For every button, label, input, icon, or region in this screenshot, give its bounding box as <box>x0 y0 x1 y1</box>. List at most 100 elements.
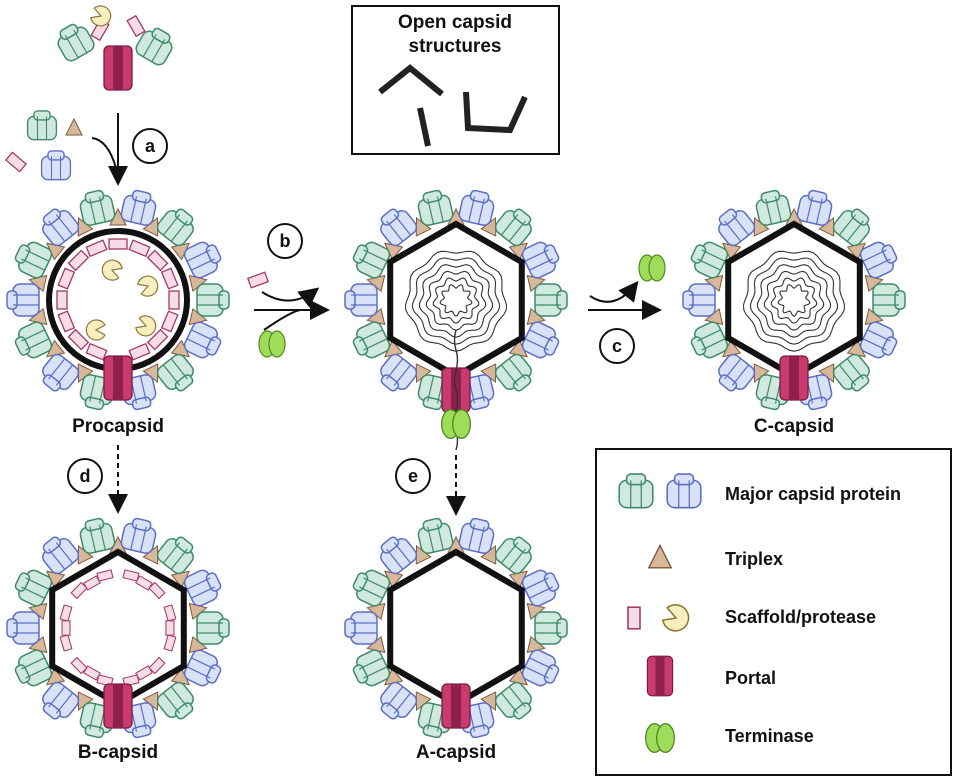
capsid-capsomer <box>120 189 157 226</box>
procapsid-shell <box>46 228 190 372</box>
scaffold-protein <box>148 581 166 600</box>
scaffold-protein <box>67 249 90 272</box>
released-scaffold <box>246 271 270 289</box>
c-capsid-shell <box>725 220 863 380</box>
step-b-label: b <box>280 231 291 251</box>
scaffold-protein <box>96 569 114 582</box>
capsid-capsomer <box>380 681 418 720</box>
scaffold-protein <box>160 267 179 290</box>
free-triplex <box>65 117 83 136</box>
scaffold-protein <box>96 674 114 687</box>
scaffold-protein <box>163 604 177 622</box>
scaffold-protein <box>128 342 151 361</box>
capsid-capsomer <box>796 189 833 226</box>
capsid-capsomer <box>380 353 418 392</box>
free-scaffold <box>4 151 28 173</box>
capsid-capsomer <box>120 517 157 554</box>
capsid-capsomer <box>183 569 222 607</box>
capsid-capsomer <box>494 681 532 720</box>
capsid-capsomer <box>352 569 391 607</box>
legend-frame <box>595 448 952 776</box>
legend-triplex: Triplex <box>725 549 783 569</box>
capsid-capsomer <box>534 611 568 645</box>
scaffold-protein <box>70 656 88 675</box>
bound-terminase <box>441 409 471 439</box>
capsid-capsomer <box>690 241 729 279</box>
capsid-capsomer <box>42 536 80 575</box>
free-portal <box>103 45 133 91</box>
legend-terminase-icon <box>645 723 675 753</box>
scaffold-protein <box>165 620 175 636</box>
capsid-capsomer <box>718 353 756 392</box>
capsid-capsomer <box>14 241 53 279</box>
a-capsid-structure <box>344 517 568 739</box>
scaffold-protein <box>160 310 179 333</box>
a-capsid-shell <box>387 548 525 708</box>
capsid-capsomer <box>79 189 116 226</box>
step-a: a <box>132 128 168 164</box>
capsid-capsomer <box>6 611 40 645</box>
capsid-capsomer <box>682 283 716 317</box>
capsid-capsomer <box>42 208 80 247</box>
capsid-capsomer <box>534 283 568 317</box>
free-terminase <box>258 330 286 358</box>
arrow-b-release <box>261 287 320 308</box>
capsid-capsomer <box>832 353 870 392</box>
capsid-capsomer <box>521 569 560 607</box>
step-b: b <box>267 223 303 259</box>
step-d: d <box>67 458 103 494</box>
capsid-capsomer <box>458 517 495 554</box>
capsid-capsomer <box>183 649 222 687</box>
procapsid-structure <box>6 189 230 411</box>
capsid-capsomer <box>344 283 378 317</box>
protease-protein <box>137 275 159 297</box>
capsid-capsomer <box>183 321 222 359</box>
legend-scaffold-icon <box>627 606 641 630</box>
legend-icons <box>618 473 702 753</box>
scaffold-protein <box>108 238 128 250</box>
capsid-capsomer <box>417 189 454 226</box>
scaffold-protein <box>57 310 76 333</box>
capsid-capsomer <box>494 353 532 392</box>
b-capsid-shell <box>49 548 187 708</box>
legend-protease-icon <box>661 604 690 632</box>
step-e: e <box>395 458 431 494</box>
capsid-capsomer <box>832 208 870 247</box>
capsid-capsomer <box>380 536 418 575</box>
scaffold-protein <box>59 634 73 652</box>
open-capsid-box: Open capsid structures <box>351 5 560 155</box>
c-capsid-label: C-capsid <box>754 416 834 437</box>
capsid-capsomer <box>458 189 495 226</box>
capsid-capsomer <box>859 321 898 359</box>
open-capsid-fragments <box>378 64 528 147</box>
pathway-arrows <box>91 113 662 516</box>
step-d-label: d <box>80 466 91 486</box>
free-protease <box>90 5 112 27</box>
capsid-capsomer <box>718 208 756 247</box>
protease-protein <box>85 319 106 341</box>
legend-terminase: Terminase <box>725 726 814 746</box>
scaffold-protein <box>122 569 140 582</box>
capsid-capsomer <box>156 353 194 392</box>
legend-major-capsid-protein: Major capsid protein <box>725 484 901 504</box>
open-capsid-fragment-3 <box>463 91 528 134</box>
free-scaffold <box>126 14 146 38</box>
open-capsid-title-line1: Open capsid <box>398 12 512 33</box>
b-capsid-label: B-capsid <box>78 742 158 763</box>
scaffold-protein <box>122 674 140 687</box>
capsid-capsomer <box>417 517 454 554</box>
arrow-b-input <box>263 309 301 331</box>
capsid-capsomer <box>755 189 792 226</box>
open-capsid-title-line2: structures <box>409 36 502 57</box>
capsid-capsomer <box>344 611 378 645</box>
capsid-capsomer <box>196 611 230 645</box>
free-capsomer <box>26 110 58 141</box>
step-c: c <box>599 328 635 364</box>
scaffold-protein <box>56 290 68 310</box>
scaffold-protein <box>67 328 90 351</box>
capsid-capsomer <box>14 649 53 687</box>
a-capsid-portal <box>441 683 471 729</box>
free-capsomer <box>135 27 173 66</box>
capsid-capsomer <box>352 649 391 687</box>
